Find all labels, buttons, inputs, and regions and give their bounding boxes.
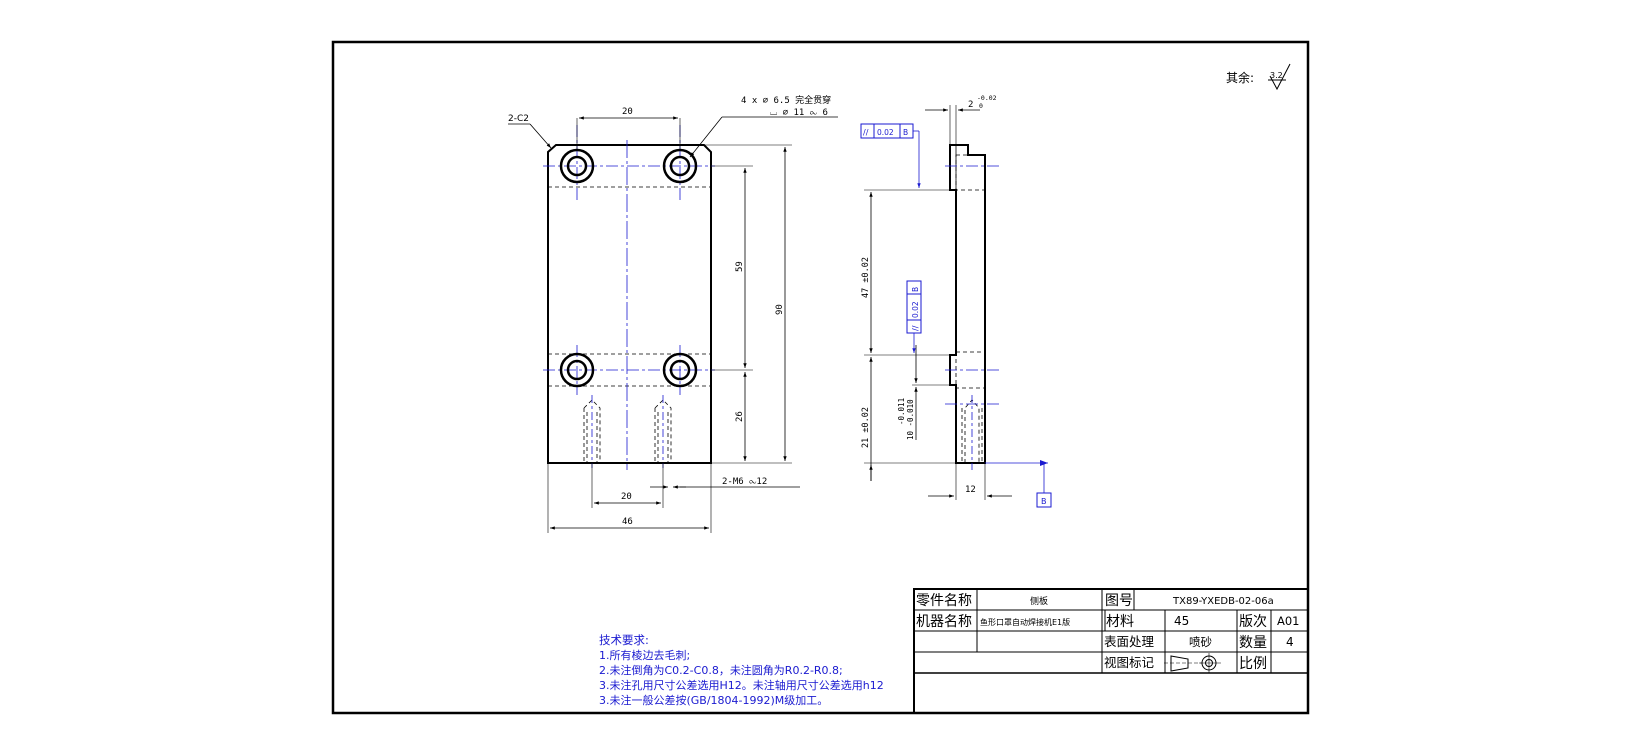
tb-part-name-label: 零件名称 <box>916 593 972 609</box>
hole-callout-line2: ⌴ ⌀ 11 ⧜ 6 <box>770 108 828 118</box>
tapped-hole-left <box>583 395 601 468</box>
tech-requirements: 技术要求: 1.所有棱边去毛刺; 2.未注倒角为C0.2-C0.8，未注圆角为R… <box>599 633 884 707</box>
hole-bottom-left <box>559 352 595 388</box>
side-view: 2 -0.02 0 47 ±0.02 21 ±0.02 10 -0.010 -0… <box>860 94 1052 508</box>
tb-machine-name-label: 机器名称 <box>916 614 972 630</box>
title-block: 零件名称 侧板 图号 TX89-YXEDB-02-06a 机器名称 鱼形口罩自动… <box>913 588 1309 714</box>
dim-top-20: 20 <box>622 107 633 117</box>
side-profile-outline <box>949 144 986 464</box>
dim-step-2: 2 <box>968 100 973 110</box>
dim-step-tol-upper: -0.02 <box>977 94 997 102</box>
tb-material-value: 45 <box>1174 614 1189 628</box>
tech-req-item-2: 2.未注倒角为C0.2-C0.8，未注圆角为R0.2-R0.8; <box>599 663 843 677</box>
tb-part-name-value: 侧板 <box>1030 595 1048 607</box>
tapped-hole-label: 2-M6 ⧜12 <box>722 477 767 487</box>
dim-59: 59 <box>735 261 745 272</box>
tb-quantity-label: 数量 <box>1239 635 1267 651</box>
dim-bottom-20: 20 <box>621 492 632 502</box>
front-view: 2-C2 4 x ⌀ 6.5 完全贯穿 ⌴ ⌀ 11 ⧜ 6 20 59 26 … <box>508 94 838 533</box>
front-plate-outline <box>547 144 712 464</box>
chamfer-label: 2-C2 <box>508 114 529 124</box>
gdt-top-symbol: // <box>863 128 869 137</box>
drawing-frame <box>331 40 1310 715</box>
tb-view-mark-label: 视图标记 <box>1104 655 1155 670</box>
tb-scale-label: 比例 <box>1239 656 1267 672</box>
dim-21: 21 ±0.02 <box>861 407 871 448</box>
projection-symbol-icon <box>1164 653 1221 673</box>
dim-step-tol-lower: 0 <box>979 102 983 110</box>
tb-quantity-value: 4 <box>1286 635 1294 649</box>
dim-thickness-12: 12 <box>965 485 976 495</box>
tb-surface-label: 表面处理 <box>1104 634 1155 649</box>
roughness-icon <box>1269 63 1291 91</box>
dim-47: 47 ±0.02 <box>861 257 871 298</box>
gdt-mid-value: 0.02 <box>911 301 920 318</box>
tb-revision-value: A01 <box>1277 614 1300 628</box>
tb-surface-value: 喷砂 <box>1189 635 1212 649</box>
tech-req-item-4: 3.未注一般公差按(GB/1804-1992)M级加工。 <box>599 693 828 707</box>
tb-drawing-no-label: 图号 <box>1105 593 1133 609</box>
gdt-frame-mid: // 0.02 B <box>906 280 922 353</box>
corner-roughness-note: 其余: 3.2 <box>1226 63 1291 91</box>
tapped-hole-right <box>654 395 672 468</box>
hole-bottom-right <box>662 352 698 388</box>
dim-90: 90 <box>775 304 785 315</box>
dim-26: 26 <box>735 411 745 422</box>
tech-req-title: 技术要求: <box>599 633 649 647</box>
corner-roughness-value: 3.2 <box>1270 71 1283 80</box>
dim-10: 10 -0.010 <box>906 399 915 440</box>
datum-b-label: B <box>1041 497 1047 506</box>
hole-callout-line1: 4 x ⌀ 6.5 完全贯穿 <box>741 94 831 106</box>
dim-10-tol2: -0.011 <box>897 398 906 425</box>
gdt-frame-top: // 0.02 B <box>860 123 921 188</box>
tb-drawing-no-value: TX89-YXEDB-02-06a <box>1172 596 1274 607</box>
tb-machine-name-value: 鱼形口罩自动焊接机E1版 <box>980 617 1070 627</box>
gdt-top-datum: B <box>903 128 908 137</box>
gdt-top-value: 0.02 <box>877 128 894 137</box>
tech-req-item-3: 3.未注孔用尺寸公差选用H12。未注轴用尺寸公差选用h12 <box>599 678 884 692</box>
datum-b-box <box>1036 492 1052 508</box>
gdt-mid-datum: B <box>911 287 920 292</box>
corner-note-label: 其余: <box>1226 70 1254 85</box>
tb-material-label: 材料 <box>1106 614 1134 630</box>
tech-req-item-1: 1.所有棱边去毛刺; <box>599 648 690 662</box>
dim-width-46: 46 <box>622 517 633 527</box>
tb-revision-label: 版次 <box>1239 614 1267 630</box>
gdt-mid-symbol: // <box>911 325 920 331</box>
